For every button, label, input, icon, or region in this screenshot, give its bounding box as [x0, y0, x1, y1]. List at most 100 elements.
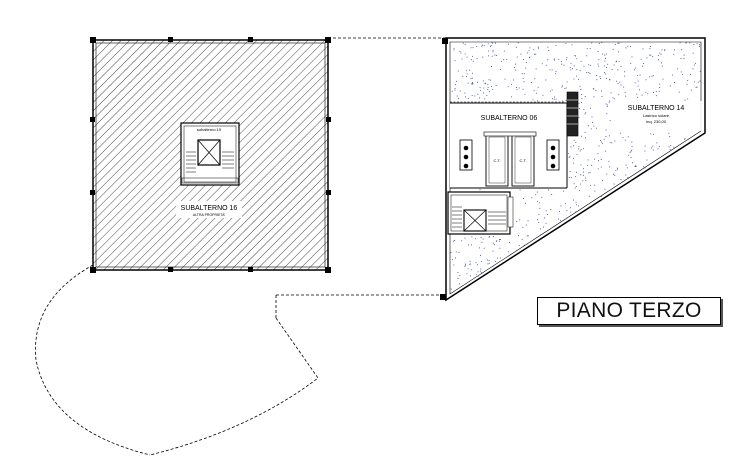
speckle-dot: [573, 199, 574, 201]
speckle-dot: [624, 139, 626, 141]
speckle-dot: [613, 173, 614, 175]
speckle-dot: [565, 100, 567, 101]
speckle-dot: [479, 87, 481, 89]
speckle-dot: [474, 95, 476, 97]
speckle-dot: [534, 53, 535, 55]
speckle-dot: [611, 69, 613, 70]
speckle-dot: [482, 80, 484, 82]
speckle-dot: [497, 257, 498, 259]
speckle-dot: [590, 107, 591, 109]
speckle-dot: [699, 70, 701, 72]
speckle-dot: [650, 133, 652, 135]
speckle-dot: [606, 113, 608, 115]
speckle-dot: [585, 112, 587, 114]
speckle-dot: [575, 204, 577, 206]
speckle-dot: [682, 74, 683, 76]
speckle-dot: [472, 72, 473, 74]
speckle-dot: [592, 121, 593, 123]
speckle-dot: [612, 48, 614, 50]
speckle-dot: [488, 260, 490, 261]
speckle-dot: [525, 67, 527, 69]
speckle-dot: [575, 186, 577, 187]
speckle-dot: [551, 193, 553, 195]
speckle-dot: [477, 264, 478, 266]
speckle-dot: [522, 226, 524, 228]
speckle-dot: [524, 93, 526, 95]
speckle-dot: [576, 171, 577, 173]
speckle-dot: [659, 52, 661, 54]
speckle-dot: [649, 76, 651, 78]
speckle-dot: [531, 197, 533, 199]
speckle-dot: [649, 46, 651, 47]
speckle-dot: [601, 42, 603, 44]
speckle-dot: [472, 47, 474, 49]
speckle-dot: [616, 167, 618, 169]
speckle-dot: [480, 272, 482, 274]
speckle-dot: [679, 42, 681, 44]
speckle-dot: [686, 83, 688, 85]
speckle-dot: [609, 78, 611, 80]
unit-14-note-1: Lastrico solare: [643, 113, 670, 118]
speckle-dot: [488, 55, 489, 57]
speckle-dot: [522, 88, 524, 90]
speckle-dot: [588, 172, 590, 174]
speckle-dot: [635, 164, 637, 166]
speckle-dot: [608, 101, 610, 103]
speckle-dot: [483, 92, 484, 94]
speckle-dot: [606, 106, 608, 107]
speckle-dot: [644, 150, 646, 152]
speckle-dot: [559, 211, 560, 212]
speckle-dot: [560, 205, 562, 207]
speckle-dot: [575, 201, 577, 203]
speckle-dot: [609, 100, 611, 102]
speckle-dot: [685, 42, 687, 44]
unit-14-note-2: mq. 230,00: [646, 119, 667, 124]
speckle-dot: [490, 46, 491, 47]
speckle-dot: [484, 82, 486, 84]
speckle-dot: [472, 82, 473, 83]
speckle-dot: [684, 138, 686, 140]
speckle-dot: [508, 242, 510, 243]
speckle-dot: [697, 81, 699, 83]
speckle-dot: [601, 141, 602, 143]
speckle-dot: [533, 90, 535, 92]
speckle-dot: [471, 95, 473, 96]
speckle-dot: [684, 138, 686, 140]
speckle-dot: [554, 59, 555, 61]
speckle-dot: [555, 71, 557, 72]
speckle-dot: [569, 67, 571, 69]
speckle-dot: [475, 262, 477, 264]
speckle-dot: [651, 75, 653, 77]
speckle-dot: [614, 140, 616, 142]
speckle-dot: [467, 268, 469, 270]
speckle-dot: [523, 73, 525, 75]
speckle-dot: [624, 91, 626, 93]
speckle-dot: [578, 102, 580, 104]
speckle-dot: [589, 48, 591, 49]
speckle-dot: [635, 166, 637, 167]
speckle-dot: [617, 168, 618, 170]
speckle-dot: [680, 58, 682, 59]
speckle-dot: [696, 43, 698, 45]
speckle-dot: [547, 214, 549, 215]
speckle-dot: [454, 240, 456, 241]
speckle-dot: [472, 83, 474, 84]
speckle-dot: [586, 55, 588, 57]
speckle-dot: [596, 75, 598, 76]
speckle-dot: [579, 85, 581, 87]
speckle-dot: [493, 265, 494, 267]
speckle-dot: [646, 159, 648, 161]
speckle-dot: [641, 94, 643, 96]
speckle-dot: [580, 102, 582, 103]
speckle-dot: [454, 89, 456, 91]
speckle-dot: [536, 191, 538, 193]
speckle-dot: [676, 68, 678, 70]
speckle-dot: [608, 166, 610, 168]
speckle-dot: [672, 74, 673, 76]
speckle-dot: [518, 87, 520, 89]
speckle-dot: [642, 65, 644, 67]
speckle-dot: [605, 150, 606, 152]
speckle-dot: [681, 49, 683, 51]
speckle-dot: [461, 58, 463, 60]
speckle-dot: [528, 50, 530, 52]
